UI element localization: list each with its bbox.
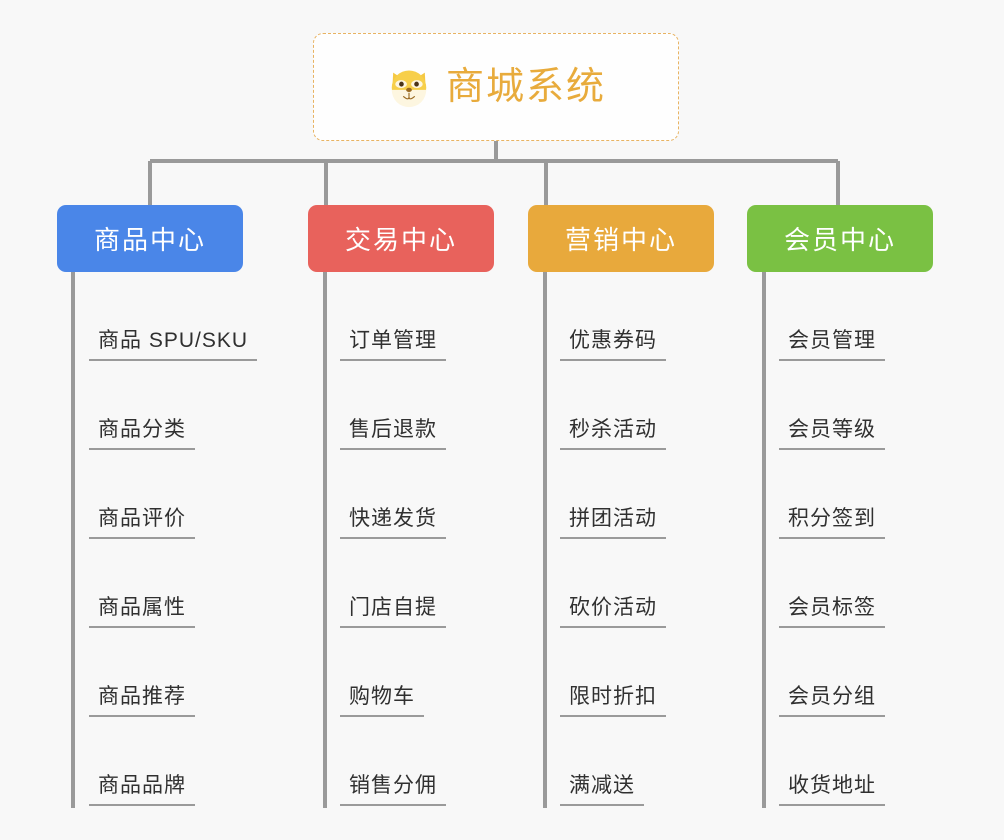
list-item[interactable]: 商品品牌 xyxy=(57,717,243,806)
category-label: 交易中心 xyxy=(344,225,457,255)
leaf-label: 会员管理 xyxy=(779,329,885,361)
leaf-label: 会员标签 xyxy=(779,596,885,628)
list-item[interactable]: 售后退款 xyxy=(308,361,494,450)
leaf-label: 商品推荐 xyxy=(89,685,195,717)
branch-column-2: 交易中心 订单管理 售后退款 快递发货 门店自提 购物车 销售分佣 xyxy=(308,205,494,806)
dog-face-emoji xyxy=(391,70,427,108)
category-header-2[interactable]: 交易中心 xyxy=(308,205,494,272)
list-item[interactable]: 销售分佣 xyxy=(308,717,494,806)
leaf-label: 积分签到 xyxy=(779,507,885,539)
root-title: 商城系统 xyxy=(445,66,606,108)
list-item[interactable]: 商品评价 xyxy=(57,450,243,539)
list-item[interactable]: 会员分组 xyxy=(747,628,933,717)
leaf-list-2: 订单管理 售后退款 快递发货 门店自提 购物车 销售分佣 xyxy=(308,272,494,806)
category-label: 会员中心 xyxy=(783,225,896,255)
category-label: 商品中心 xyxy=(93,225,206,255)
list-item[interactable]: 砍价活动 xyxy=(528,539,714,628)
leaf-label: 收货地址 xyxy=(779,774,885,806)
list-item[interactable]: 满减送 xyxy=(528,717,714,806)
leaf-list-4: 会员管理 会员等级 积分签到 会员标签 会员分组 收货地址 xyxy=(747,272,933,806)
list-item[interactable]: 会员等级 xyxy=(747,361,933,450)
branch-column-1: 商品中心 商品 SPU/SKU 商品分类 商品评价 商品属性 商品推荐 商品品牌 xyxy=(57,205,258,806)
list-item[interactable]: 购物车 xyxy=(308,628,494,717)
branch-column-4: 会员中心 会员管理 会员等级 积分签到 会员标签 会员分组 收货地址 xyxy=(747,205,933,806)
category-label: 营销中心 xyxy=(564,225,677,255)
leaf-label: 砍价活动 xyxy=(560,596,666,628)
leaf-label: 商品 SPU/SKU xyxy=(89,329,258,361)
leaf-label: 销售分佣 xyxy=(340,774,446,806)
list-item[interactable]: 限时折扣 xyxy=(528,628,714,717)
list-item[interactable]: 拼团活动 xyxy=(528,450,714,539)
leaf-label: 会员分组 xyxy=(779,685,885,717)
category-header-4[interactable]: 会员中心 xyxy=(747,205,933,272)
leaf-label: 商品品牌 xyxy=(89,774,195,806)
leaf-label: 商品分类 xyxy=(89,418,195,450)
root-node[interactable]: 商城系统 xyxy=(313,33,679,141)
leaf-label: 优惠券码 xyxy=(560,329,666,361)
leaf-list-3: 优惠券码 秒杀活动 拼团活动 砍价活动 限时折扣 满减送 xyxy=(528,272,714,806)
leaf-label: 商品评价 xyxy=(89,507,195,539)
category-header-1[interactable]: 商品中心 xyxy=(57,205,243,272)
list-item[interactable]: 商品分类 xyxy=(57,361,243,450)
list-item[interactable]: 商品推荐 xyxy=(57,628,243,717)
leaf-label: 购物车 xyxy=(340,685,424,717)
list-item[interactable]: 订单管理 xyxy=(308,272,494,361)
leaf-label: 订单管理 xyxy=(340,329,446,361)
branch-column-3: 营销中心 优惠券码 秒杀活动 拼团活动 砍价活动 限时折扣 满减送 xyxy=(528,205,714,806)
leaf-label: 商品属性 xyxy=(89,596,195,628)
list-item[interactable]: 优惠券码 xyxy=(528,272,714,361)
list-item[interactable]: 门店自提 xyxy=(308,539,494,628)
list-item[interactable]: 商品 SPU/SKU xyxy=(57,272,258,361)
leaf-label: 限时折扣 xyxy=(560,685,666,717)
leaf-label: 秒杀活动 xyxy=(560,418,666,450)
leaf-label: 满减送 xyxy=(560,774,644,806)
leaf-label: 快递发货 xyxy=(340,507,446,539)
list-item[interactable]: 商品属性 xyxy=(57,539,243,628)
leaf-label: 售后退款 xyxy=(340,418,446,450)
list-item[interactable]: 收货地址 xyxy=(747,717,933,806)
list-item[interactable]: 秒杀活动 xyxy=(528,361,714,450)
leaf-list-1: 商品 SPU/SKU 商品分类 商品评价 商品属性 商品推荐 商品品牌 xyxy=(57,272,258,806)
list-item[interactable]: 会员管理 xyxy=(747,272,933,361)
leaf-label: 会员等级 xyxy=(779,418,885,450)
list-item[interactable]: 会员标签 xyxy=(747,539,933,628)
category-header-3[interactable]: 营销中心 xyxy=(528,205,714,272)
leaf-label: 门店自提 xyxy=(340,596,446,628)
leaf-label: 拼团活动 xyxy=(560,507,666,539)
list-item[interactable]: 积分签到 xyxy=(747,450,933,539)
list-item[interactable]: 快递发货 xyxy=(308,450,494,539)
